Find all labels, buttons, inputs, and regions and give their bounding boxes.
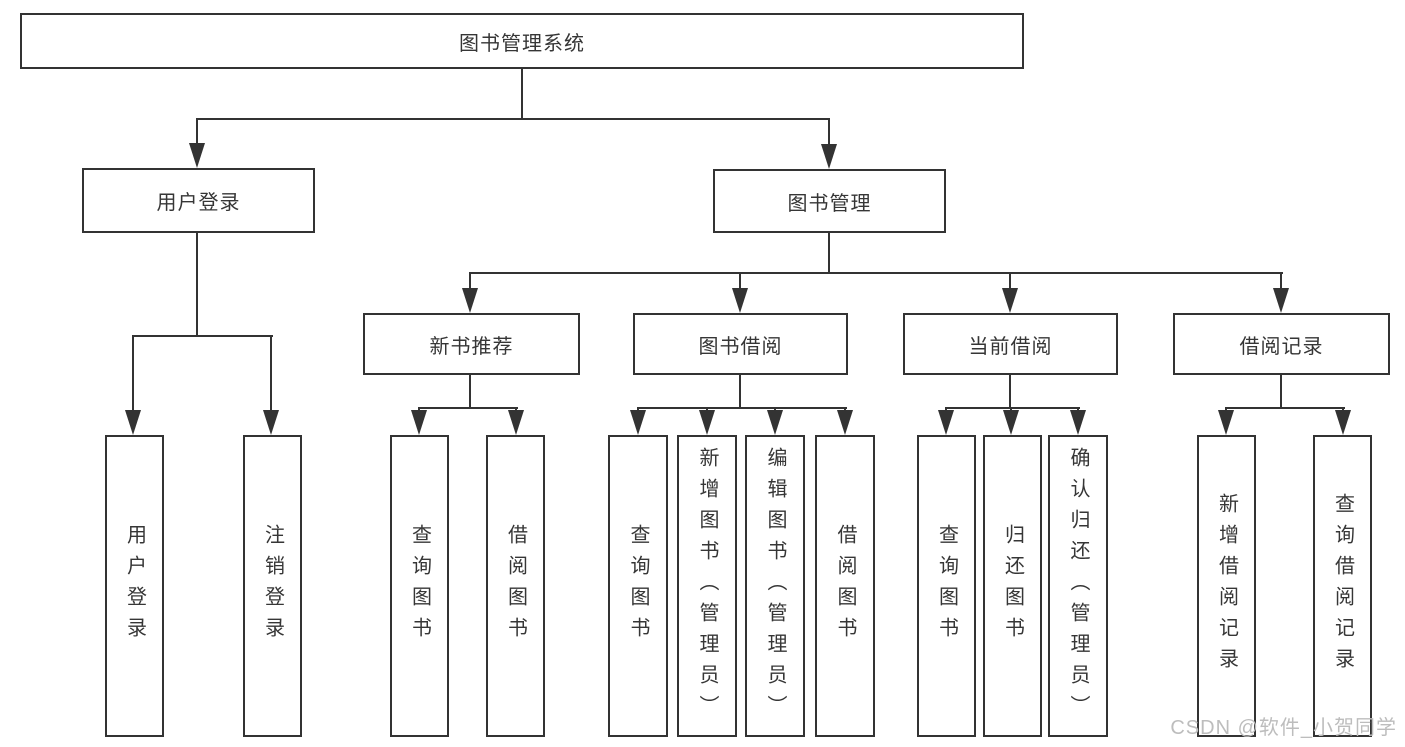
leaf-user-login: 用户登录 xyxy=(105,435,164,737)
arrow-down-icon xyxy=(938,410,954,435)
leaf-query-books-current-label: 查询图书 xyxy=(935,524,958,648)
arrow-down-icon xyxy=(767,410,783,435)
arrow-down-icon xyxy=(1335,410,1351,435)
node-borrowing-records-label: 借阅记录 xyxy=(1239,335,1324,358)
node-borrowing-records: 借阅记录 xyxy=(1173,313,1390,375)
leaf-add-books-admin-label: 新增图书（管理员） xyxy=(696,446,718,726)
connector-user-right-stem xyxy=(270,335,272,413)
leaf-borrow-books-recommend: 借阅图书 xyxy=(486,435,545,737)
connector-root-stem xyxy=(521,69,523,120)
leaf-borrow-books-borrowing: 借阅图书 xyxy=(815,435,875,737)
arrow-down-icon xyxy=(462,288,478,313)
leaf-query-books-borrowing-label: 查询图书 xyxy=(627,524,649,648)
node-library-system-label: 图书管理系统 xyxy=(459,32,585,55)
arrow-down-icon xyxy=(1003,410,1019,435)
arrow-down-icon xyxy=(630,410,646,435)
connector-root-bar xyxy=(196,118,830,120)
connector-mgmt-stem-4 xyxy=(1280,272,1282,290)
arrow-down-icon xyxy=(732,288,748,313)
leaf-user-login-label: 用户登录 xyxy=(123,524,146,648)
arrow-down-icon xyxy=(508,410,524,435)
leaf-borrow-books-borrowing-label: 借阅图书 xyxy=(834,524,856,648)
arrow-down-icon xyxy=(1002,288,1018,313)
node-user-login: 用户登录 xyxy=(82,168,315,233)
node-library-system: 图书管理系统 xyxy=(20,13,1024,69)
leaf-edit-books-admin: 编辑图书（管理员） xyxy=(745,435,805,737)
connector-current-bar xyxy=(945,407,1080,409)
connector-user-stem xyxy=(196,233,198,337)
arrow-down-icon xyxy=(125,410,141,435)
leaf-query-books-recommend-label: 查询图书 xyxy=(408,524,431,648)
connector-mgmt-stem-1 xyxy=(469,272,471,290)
leaf-add-books-admin: 新增图书（管理员） xyxy=(677,435,737,737)
leaf-query-books-recommend: 查询图书 xyxy=(390,435,449,737)
connector-borrowing-stem xyxy=(739,375,741,408)
arrow-down-icon xyxy=(821,144,837,169)
arrow-down-icon xyxy=(411,410,427,435)
connector-mgmt-stem-3 xyxy=(1009,272,1011,290)
arrow-down-icon xyxy=(837,410,853,435)
leaf-return-books: 归还图书 xyxy=(983,435,1042,737)
connector-root-right-stem xyxy=(828,118,830,146)
connector-recommend-bar xyxy=(418,407,518,409)
leaf-logout-label: 注销登录 xyxy=(261,524,284,648)
node-new-book-recommend-label: 新书推荐 xyxy=(429,335,514,358)
arrow-down-icon xyxy=(189,143,205,168)
connector-root-left-stem xyxy=(196,118,198,146)
leaf-confirm-return-admin-label: 确认归还（管理员） xyxy=(1067,446,1089,726)
leaf-query-books-current: 查询图书 xyxy=(917,435,976,737)
leaf-borrow-books-recommend-label: 借阅图书 xyxy=(504,524,527,648)
leaf-add-borrow-record: 新增借阅记录 xyxy=(1197,435,1256,737)
csdn-watermark: CSDN @软件_小贺同学 xyxy=(1170,717,1397,739)
node-current-borrowing: 当前借阅 xyxy=(903,313,1118,375)
connector-current-stem xyxy=(1009,375,1011,408)
leaf-add-borrow-record-label: 新增借阅记录 xyxy=(1215,493,1238,679)
connector-mgmt-bar xyxy=(469,272,1283,274)
leaf-query-borrow-record-label: 查询借阅记录 xyxy=(1331,493,1354,679)
node-book-borrowing-label: 图书借阅 xyxy=(698,335,783,358)
leaf-query-borrow-record: 查询借阅记录 xyxy=(1313,435,1372,737)
node-book-management-label: 图书管理 xyxy=(787,192,872,215)
connector-records-bar xyxy=(1225,407,1345,409)
connector-borrowing-bar xyxy=(637,407,847,409)
arrow-down-icon xyxy=(1273,288,1289,313)
leaf-logout: 注销登录 xyxy=(243,435,302,737)
node-current-borrowing-label: 当前借阅 xyxy=(968,335,1053,358)
arrow-down-icon xyxy=(1218,410,1234,435)
leaf-edit-books-admin-label: 编辑图书（管理员） xyxy=(764,446,786,726)
node-new-book-recommend: 新书推荐 xyxy=(363,313,580,375)
leaf-query-books-borrowing: 查询图书 xyxy=(608,435,668,737)
connector-user-bar xyxy=(132,335,273,337)
arrow-down-icon xyxy=(1070,410,1086,435)
leaf-return-books-label: 归还图书 xyxy=(1001,524,1024,648)
connector-recommend-stem xyxy=(469,375,471,408)
node-book-borrowing: 图书借阅 xyxy=(633,313,848,375)
leaf-confirm-return-admin: 确认归还（管理员） xyxy=(1048,435,1108,737)
connector-user-left-stem xyxy=(132,335,134,413)
connector-mgmt-stem xyxy=(828,233,830,274)
connector-records-stem xyxy=(1280,375,1282,408)
arrow-down-icon xyxy=(263,410,279,435)
node-user-login-label: 用户登录 xyxy=(156,192,241,214)
connector-mgmt-stem-2 xyxy=(739,272,741,290)
node-book-management: 图书管理 xyxy=(713,169,946,233)
arrow-down-icon xyxy=(699,410,715,435)
